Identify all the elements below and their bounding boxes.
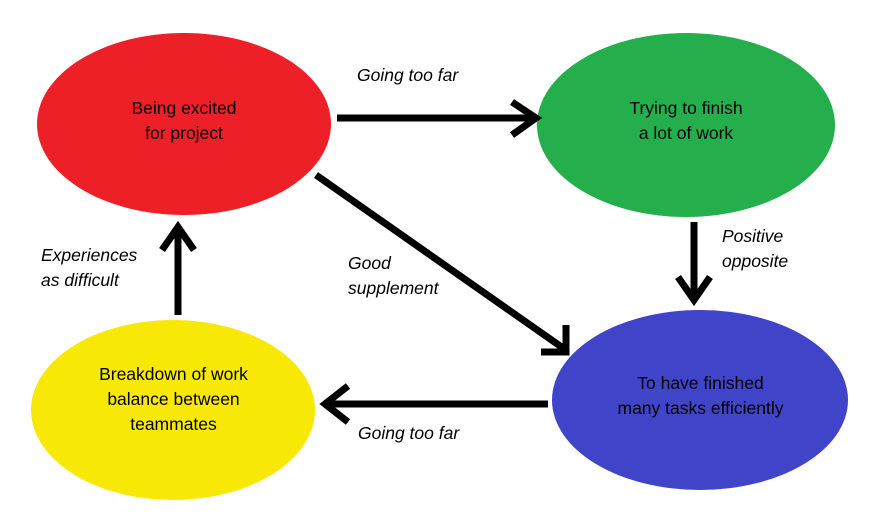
node-breakdown-of-work-balance-between-teammates-shape[interactable] xyxy=(31,320,315,500)
arrow-trying-to-finished xyxy=(675,222,713,307)
edge-label-going-too-far-top: Going too far xyxy=(357,65,459,85)
arrow-breakdown-to-excited xyxy=(159,220,197,315)
edge-label-positive-opposite: Positive opposite xyxy=(722,226,789,272)
edge-label-good-supplement: Good supplement xyxy=(348,253,439,299)
node-trying-to-finish-a-lot-of-work-shape[interactable] xyxy=(537,33,835,217)
arrow-excited-to-finished xyxy=(313,172,570,356)
edge-label-experiences-as-difficult: Experiences as difficult xyxy=(41,245,138,291)
node-being-excited-for-project-shape[interactable] xyxy=(37,33,331,215)
edge-label-going-too-far-bottom: Going too far xyxy=(358,423,460,443)
arrow-excited-to-trying xyxy=(337,99,543,138)
arrow-finished-to-breakdown xyxy=(319,383,548,425)
node-to-have-finished-many-tasks-efficiently-shape[interactable] xyxy=(552,310,848,490)
